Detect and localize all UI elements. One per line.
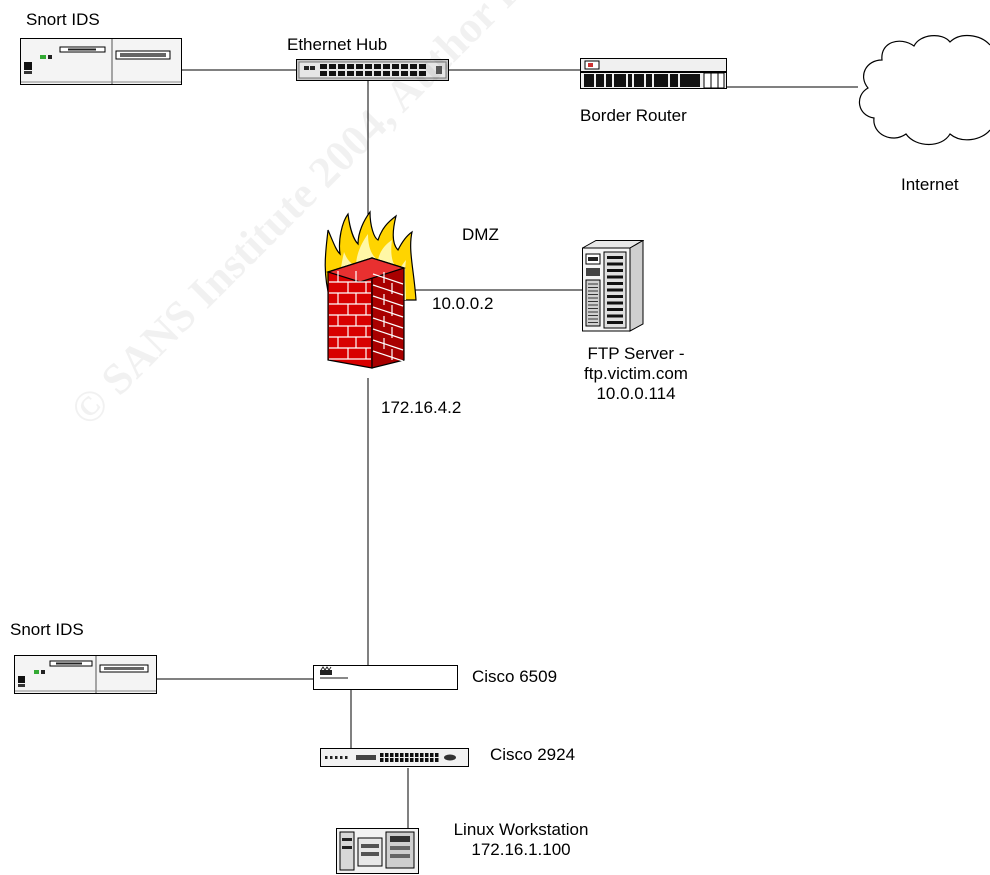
- firewall-ip-label: 172.16.4.2: [381, 398, 461, 418]
- dmz-ip-label: 10.0.0.2: [432, 294, 493, 314]
- ftp-server-name: FTP Server -: [556, 344, 716, 364]
- border-router-label: Border Router: [580, 106, 687, 126]
- linux-workstation-name: Linux Workstation: [436, 820, 606, 840]
- ftp-server-label: FTP Server - ftp.victim.com 10.0.0.114: [556, 344, 716, 404]
- border-router-icon: [580, 58, 728, 90]
- ethernet-hub-label: Ethernet Hub: [287, 35, 387, 55]
- cisco-6509-label: Cisco 6509: [472, 667, 557, 687]
- snort-ids-bottom-label: Snort IDS: [10, 620, 84, 640]
- ftp-server-icon: [582, 240, 644, 332]
- internet-cloud-icon: [850, 30, 990, 152]
- cisco-6509-icon: [313, 665, 459, 691]
- ftp-server-ip: 10.0.0.114: [556, 384, 716, 404]
- firewall-icon: [318, 210, 420, 380]
- linux-workstation-icon: [336, 828, 420, 875]
- cisco-2924-label: Cisco 2924: [490, 745, 575, 765]
- ethernet-hub-icon: [296, 59, 450, 83]
- linux-workstation-label: Linux Workstation 172.16.1.100: [436, 820, 606, 860]
- dmz-label: DMZ: [462, 225, 499, 245]
- cisco-2924-icon: [320, 748, 470, 768]
- snort-ids-top-label: Snort IDS: [26, 10, 100, 30]
- snort-ids-bottom-icon: [14, 655, 158, 695]
- ftp-server-host: ftp.victim.com: [556, 364, 716, 384]
- linux-workstation-ip: 172.16.1.100: [436, 840, 606, 860]
- internet-label: Internet: [901, 175, 959, 195]
- snort-ids-top-icon: [20, 38, 182, 86]
